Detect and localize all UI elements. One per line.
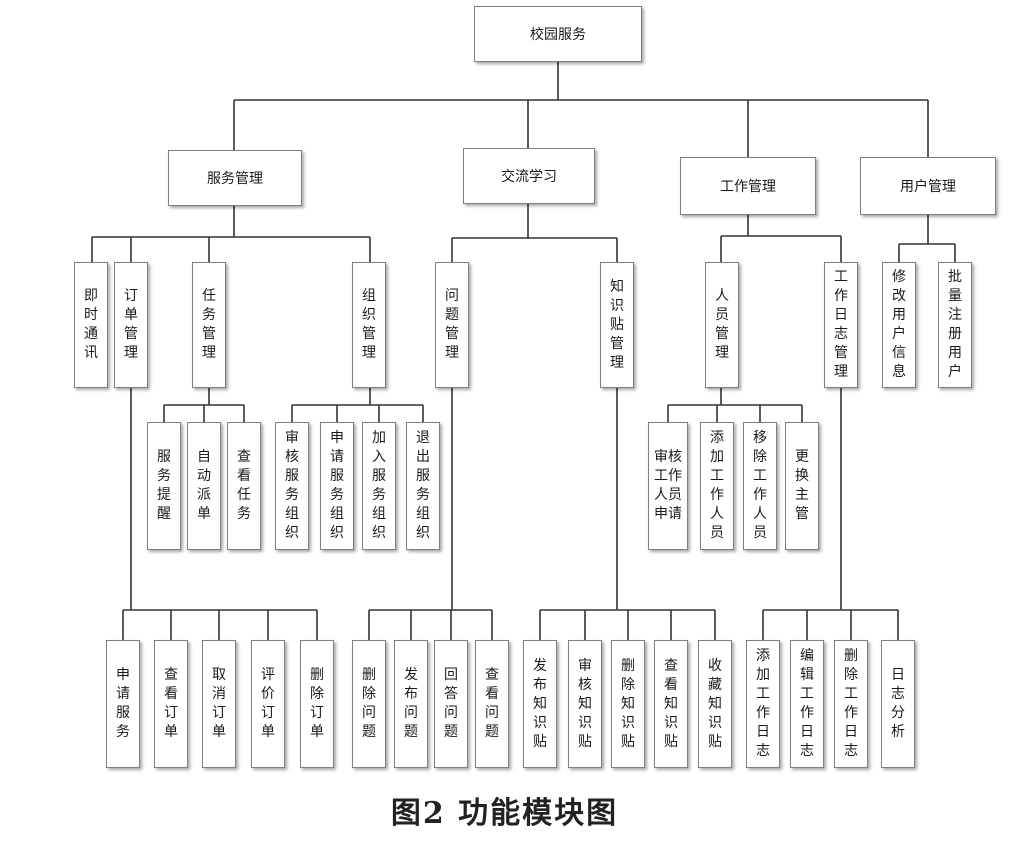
leaf-add-staff: 添加工作人员 <box>700 422 734 550</box>
submodule-label: 修改用户信息 <box>892 269 906 380</box>
leaf-label: 查看订单 <box>164 667 178 740</box>
submodule-label: 问题管理 <box>445 288 459 361</box>
leaf-label: 查看任务 <box>237 449 251 522</box>
leaf-review-service-org: 审核服务组织 <box>275 422 309 550</box>
leaf-label: 申请服务 <box>116 667 130 740</box>
leaf-delete-order: 删除订单 <box>300 640 334 768</box>
root-node: 校园服务 <box>474 6 642 62</box>
leaf-review-knowledge-post: 审核知识贴 <box>568 640 602 768</box>
module-user-management: 用户管理 <box>860 157 996 215</box>
leaf-label: 查看知识贴 <box>664 657 678 750</box>
leaf-view-tasks: 查看任务 <box>227 422 261 550</box>
leaf-label: 审核服务组织 <box>285 430 299 541</box>
leaf-add-worklog: 添加工作日志 <box>746 640 780 768</box>
leaf-label: 更换主管 <box>795 449 809 522</box>
leaf-label: 删除问题 <box>362 667 376 740</box>
module-label: 交流学习 <box>501 169 557 185</box>
leaf-label: 编辑工作日志 <box>800 648 814 759</box>
leaf-label: 申请服务组织 <box>330 430 344 541</box>
submodule-order-management: 订单管理 <box>114 262 148 388</box>
submodule-staff-management: 人员管理 <box>705 262 739 388</box>
submodule-worklog-management: 工作日志管理 <box>824 262 858 388</box>
figure-caption: 图2 功能模块图 <box>390 796 619 831</box>
submodule-label: 知识贴管理 <box>610 278 624 371</box>
leaf-change-supervisor: 更换主管 <box>785 422 819 550</box>
leaf-rate-order: 评价订单 <box>251 640 285 768</box>
leaf-label: 自动派单 <box>197 449 211 522</box>
leaf-label: 移除工作人员 <box>753 430 767 541</box>
module-label: 服务管理 <box>207 171 263 187</box>
module-work-management: 工作管理 <box>680 157 816 215</box>
leaf-view-knowledge-post: 查看知识贴 <box>654 640 688 768</box>
leaf-label: 服务提醒 <box>157 449 171 522</box>
leaf-delete-worklog: 删除工作日志 <box>834 640 868 768</box>
leaf-label: 添加工作人员 <box>710 430 724 541</box>
leaf-label: 删除工作日志 <box>844 648 858 759</box>
leaf-label: 发布知识贴 <box>533 657 547 750</box>
submodule-label: 工作日志管理 <box>834 269 848 380</box>
leaf-view-orders: 查看订单 <box>154 640 188 768</box>
module-exchange-learning: 交流学习 <box>463 148 595 204</box>
leaf-label: 取消订单 <box>212 667 226 740</box>
leaf-label: 删除订单 <box>310 667 324 740</box>
leaf-apply-service: 申请服务 <box>106 640 140 768</box>
leaf-favorite-knowledge-post: 收藏知识贴 <box>698 640 732 768</box>
leaf-label: 查看问题 <box>485 667 499 740</box>
leaf-delete-knowledge-post: 删除知识贴 <box>611 640 645 768</box>
leaf-remove-staff: 移除工作人员 <box>743 422 777 550</box>
submodule-label: 任务管理 <box>202 288 216 361</box>
leaf-cancel-order: 取消订单 <box>202 640 236 768</box>
submodule-org-management: 组织管理 <box>352 262 386 388</box>
leaf-label: 添加工作日志 <box>756 648 770 759</box>
module-service-management: 服务管理 <box>168 150 302 206</box>
module-label: 工作管理 <box>720 179 776 195</box>
leaf-answer-question: 回答问题 <box>434 640 468 768</box>
submodule-batch-register-users: 批量注册用户 <box>938 262 972 388</box>
leaf-label: 评价订单 <box>261 667 275 740</box>
submodule-task-management: 任务管理 <box>192 262 226 388</box>
module-label: 用户管理 <box>900 179 956 195</box>
submodule-label: 批量注册用户 <box>948 269 962 380</box>
leaf-worklog-analysis: 日志分析 <box>881 640 915 768</box>
leaf-service-reminder: 服务提醒 <box>147 422 181 550</box>
submodule-instant-messaging: 即时通讯 <box>74 262 108 388</box>
leaf-auto-dispatch: 自动派单 <box>187 422 221 550</box>
root-node-label: 校园服务 <box>530 27 586 43</box>
leaf-label: 审核工作人员申请 <box>654 449 682 522</box>
leaf-delete-question: 删除问题 <box>352 640 386 768</box>
leaf-label: 删除知识贴 <box>621 657 635 750</box>
submodule-label: 组织管理 <box>362 288 376 361</box>
submodule-label: 人员管理 <box>715 288 729 361</box>
leaf-label: 退出服务组织 <box>416 430 430 541</box>
leaf-apply-service-org: 申请服务组织 <box>320 422 354 550</box>
submodule-question-management: 问题管理 <box>435 262 469 388</box>
leaf-publish-knowledge-post: 发布知识贴 <box>523 640 557 768</box>
leaf-view-question: 查看问题 <box>475 640 509 768</box>
leaf-label: 日志分析 <box>891 667 905 740</box>
leaf-label: 审核知识贴 <box>578 657 592 750</box>
leaf-label: 发布问题 <box>404 667 418 740</box>
submodule-label: 即时通讯 <box>84 288 98 361</box>
leaf-join-service-org: 加入服务组织 <box>362 422 396 550</box>
leaf-review-staff-application: 审核工作人员申请 <box>648 422 688 550</box>
leaf-label: 回答问题 <box>444 667 458 740</box>
submodule-knowledge-post-management: 知识贴管理 <box>600 262 634 388</box>
leaf-label: 加入服务组织 <box>372 430 386 541</box>
submodule-label: 订单管理 <box>124 288 138 361</box>
leaf-quit-service-org: 退出服务组织 <box>406 422 440 550</box>
submodule-edit-user-info: 修改用户信息 <box>882 262 916 388</box>
leaf-edit-worklog: 编辑工作日志 <box>790 640 824 768</box>
leaf-post-question: 发布问题 <box>394 640 428 768</box>
leaf-label: 收藏知识贴 <box>708 657 722 750</box>
